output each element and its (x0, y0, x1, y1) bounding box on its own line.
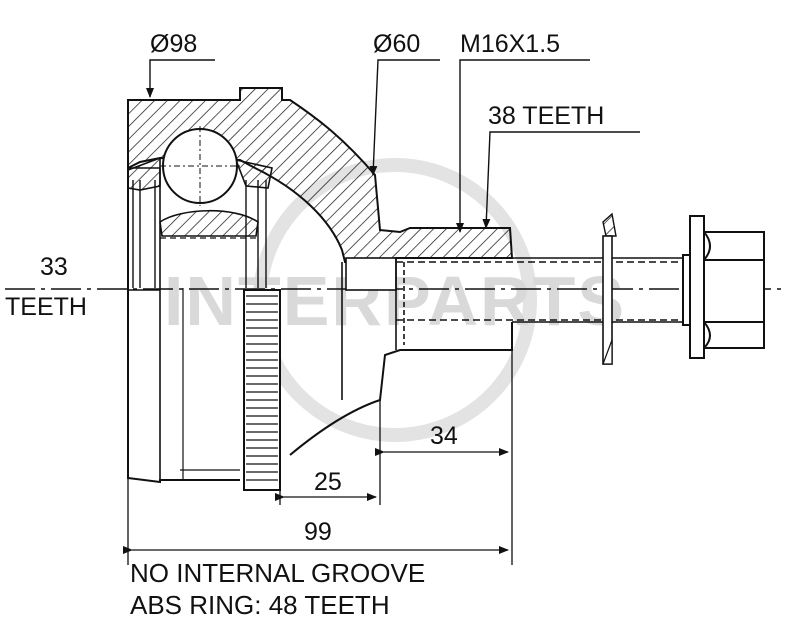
bell-housing-lower (127, 168, 513, 484)
cage-right (234, 158, 273, 189)
cage-left (127, 156, 161, 191)
note-abs-ring: ABS RING: 48 TEETH (130, 590, 390, 620)
dim-34: 34 (430, 422, 458, 450)
dimension-lines (123, 350, 513, 565)
label-inner-teeth-count: 33 (40, 253, 68, 281)
label-thread: M16X1.5 (460, 30, 560, 58)
label-dia-98: Ø98 (150, 30, 197, 58)
label-dia-60: Ø60 (373, 30, 420, 58)
washer (602, 212, 617, 365)
dim-25: 25 (314, 468, 342, 496)
watermark: INTERPARTS (164, 158, 624, 442)
stem-shaft (341, 257, 690, 400)
label-inner-teeth-word: TEETH (5, 293, 87, 321)
note-no-groove: NO INTERNAL GROOVE (130, 558, 425, 588)
dim-99: 99 (304, 518, 332, 546)
label-outer-teeth: 38 TEETH (488, 102, 604, 130)
inner-race-hatch (159, 209, 259, 237)
leader-lines (146, 59, 640, 233)
hex-nut (682, 215, 765, 359)
abs-ring (243, 289, 281, 491)
